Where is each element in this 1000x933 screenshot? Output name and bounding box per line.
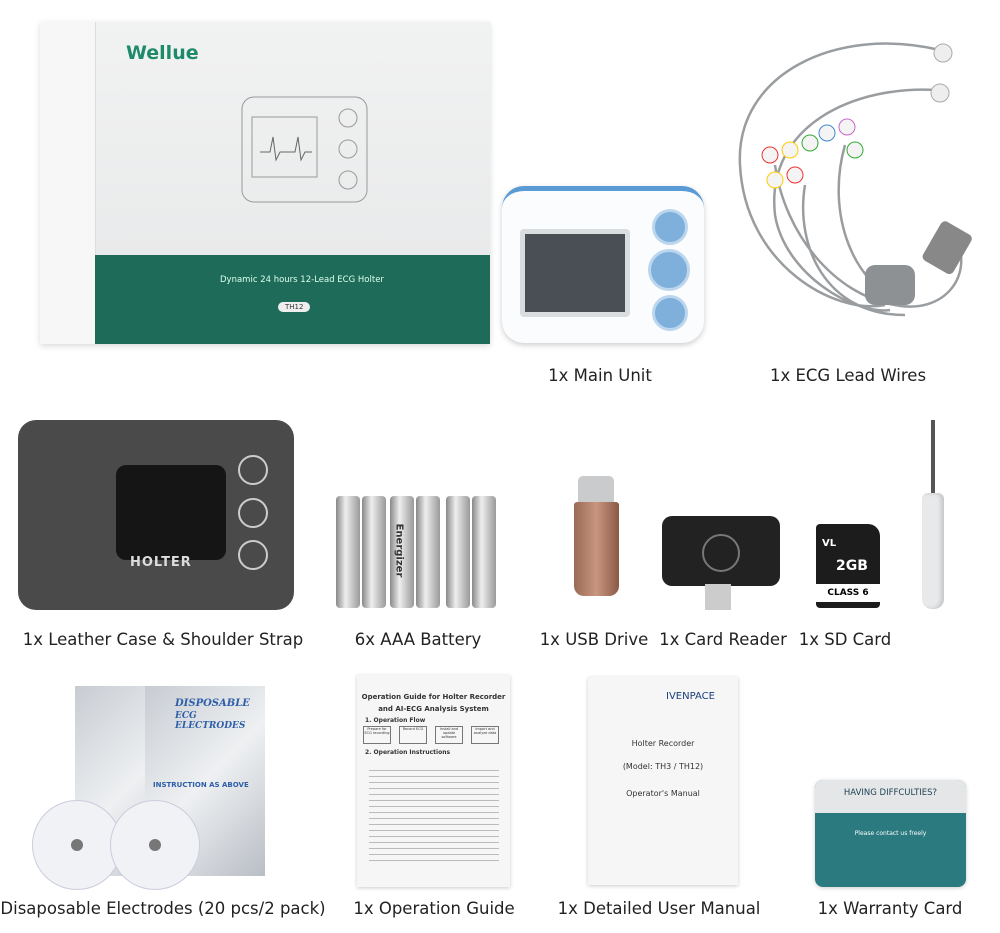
battery: [446, 496, 470, 608]
guide-title-1: Operation Guide for Holter Recorder: [361, 693, 506, 701]
main-unit-screen: [520, 229, 630, 317]
ecg-lead-wires-image: [738, 42, 972, 317]
warranty-heading: HAVING DIFFCULTIES?: [843, 788, 938, 798]
operation-guide: Operation Guide for Holter Recorder and …: [357, 675, 510, 887]
product-box: Wellue Dynamic 24 hours 12-Lead ECG Holt…: [40, 22, 490, 344]
battery-brand: Energizer: [393, 523, 405, 578]
guide-body-text: [369, 765, 499, 865]
sd-card: VL 2GB CLASS 6: [816, 524, 880, 608]
label-case: 1x Leather Case & Shoulder Strap: [22, 630, 304, 649]
box-green-band: [95, 255, 490, 344]
screwdriver-handle: [922, 493, 944, 609]
card-reader: [662, 516, 780, 586]
electrode-pad: [110, 800, 200, 890]
warranty-body: Please contact us freely: [854, 830, 927, 837]
flow-step: Prepare for ECG recording: [363, 726, 391, 744]
label-lead-wires: 1x ECG Lead Wires: [769, 366, 927, 385]
leather-case: HOLTER: [18, 420, 294, 610]
battery: [362, 496, 386, 608]
box-brand-logo: Wellue: [126, 42, 199, 64]
main-unit: [502, 186, 704, 343]
label-main-unit: 1x Main Unit: [548, 366, 652, 385]
manual-line-1: Holter Recorder: [631, 739, 695, 748]
flow-step: Install and update software: [435, 726, 463, 744]
user-manual: IVENPACE Holter Recorder (Model: TH3 / T…: [588, 677, 738, 885]
label-sd: 1x SD Card: [798, 630, 892, 649]
pack-instruction: INSTRUCTION AS ABOVE: [153, 781, 249, 789]
case-enter-icon: [238, 498, 268, 528]
guide-section-2: 2. Operation Instructions: [365, 749, 451, 756]
sd-class: CLASS 6: [816, 584, 880, 602]
label-reader: 1x Card Reader: [659, 630, 787, 649]
flow-step: Record ECG: [399, 726, 427, 744]
label-usb: 1x USB Drive: [539, 630, 649, 649]
guide-section-1: 1. Operation Flow: [365, 717, 426, 724]
box-side-panel: [40, 22, 96, 344]
label-electrodes: Disaposable Electrodes (20 pcs/2 pack): [0, 899, 326, 918]
up-button-icon: [652, 209, 688, 245]
down-button-icon: [652, 295, 688, 331]
label-warranty: 1x Warranty Card: [817, 899, 963, 918]
manual-line-2: (Model: TH3 / TH12): [622, 762, 704, 771]
box-title: Dynamic 24 hours 12-Lead ECG Holter: [220, 275, 384, 285]
enter-button-icon: [648, 249, 690, 291]
label-manual: 1x Detailed User Manual: [557, 899, 761, 918]
manual-brand: IVENPACE: [666, 691, 715, 702]
battery: [336, 496, 360, 608]
usb-drive: [574, 476, 619, 596]
battery: [416, 496, 440, 608]
label-guide: 1x Operation Guide: [353, 899, 515, 918]
case-up-icon: [238, 455, 268, 485]
device-outline-icon: [241, 96, 368, 203]
screwdriver-shaft: [931, 420, 935, 495]
usb-plug-icon: [705, 584, 731, 610]
guide-title-2: and AI-ECG Analysis System: [378, 705, 489, 713]
pack-title-2: ECG ELECTRODES: [175, 711, 246, 731]
electrode-pad: [32, 800, 122, 890]
label-battery: 6x AAA Battery: [354, 630, 482, 649]
warranty-card: HAVING DIFFCULTIES? Please contact us fr…: [815, 780, 966, 887]
manual-line-3: Operator's Manual: [626, 789, 700, 798]
case-down-icon: [238, 540, 268, 570]
battery: [472, 496, 496, 608]
sd-capacity: 2GB: [836, 558, 868, 574]
case-window: [116, 465, 226, 560]
flow-step: Import and analyze data: [471, 726, 499, 744]
battery: [390, 496, 414, 608]
electrode-clips-icon: [761, 43, 953, 189]
pack-title-1: DISPOSABLE: [175, 698, 250, 709]
case-text: HOLTER: [130, 555, 192, 570]
box-model: TH12: [278, 302, 311, 312]
sd-brand: VL: [822, 538, 837, 549]
